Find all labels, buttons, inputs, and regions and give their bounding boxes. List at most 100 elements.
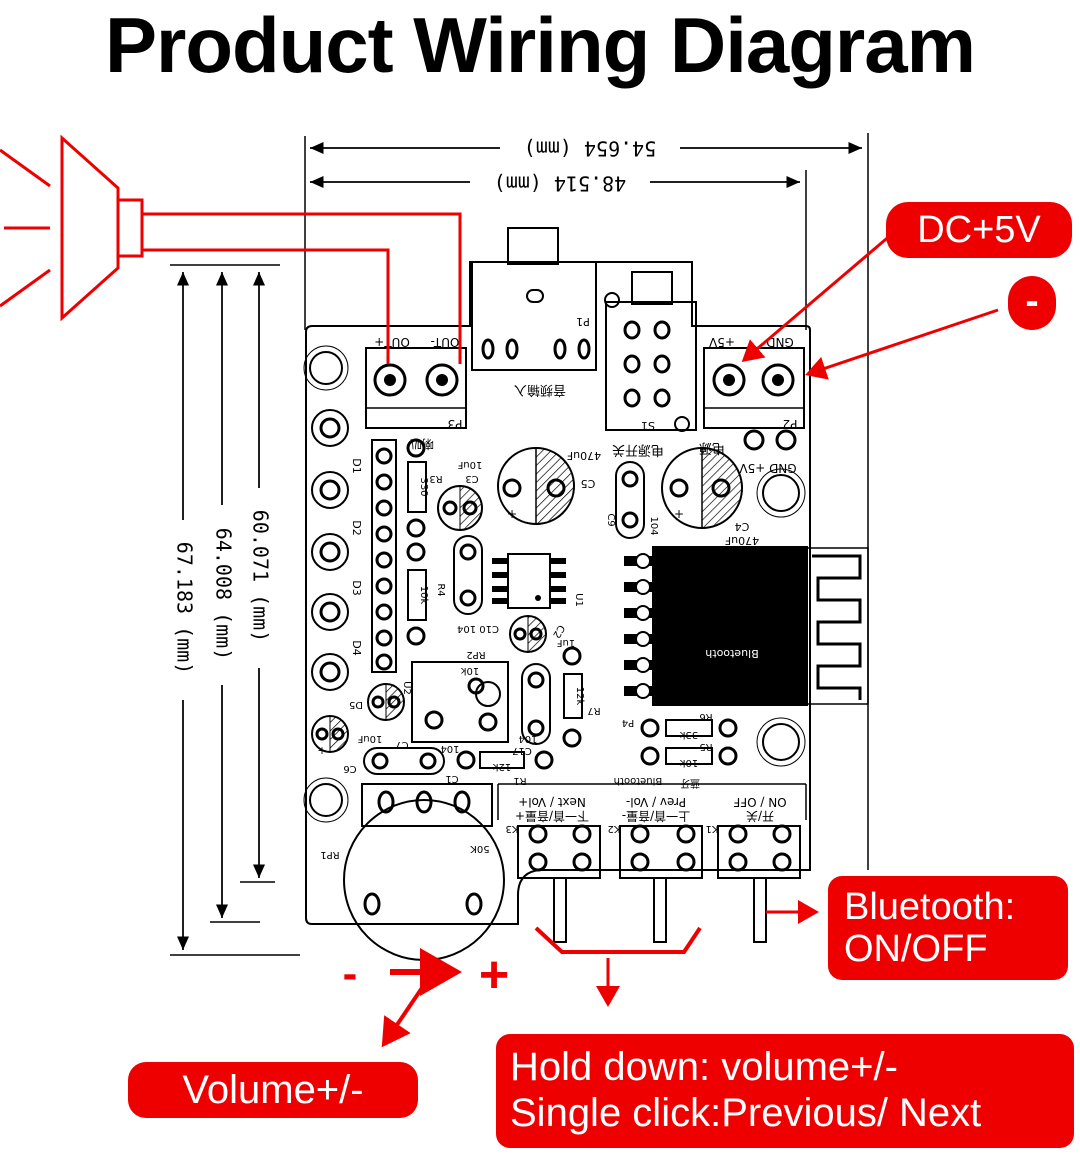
label-c7-val: 10uF [357, 733, 382, 744]
label-bt-cn: 蓝牙 [680, 777, 700, 789]
dim-height-3: 60.071 (mm) [249, 510, 273, 642]
label-c3: C3 [465, 473, 478, 484]
volume-direction: - + [343, 946, 510, 1004]
capacitor-c4: + C4 470uF [661, 447, 759, 547]
label-out-plus: OUT+ [374, 335, 410, 349]
label-k1-cn: 开/关 [746, 809, 774, 823]
label-rp1: RP1 [320, 849, 339, 860]
label-rp2-val: 10k [461, 665, 480, 676]
label-k3-text: Next / Vol+ [518, 795, 586, 809]
switch-s1: S1 电源开关 [604, 271, 697, 457]
label-c4-val: 470uF [725, 534, 759, 547]
capacitor-c5: + C5 470uF [497, 447, 601, 525]
regulator-u2: U2 D5 [349, 681, 412, 721]
pin-header: 喇叭 [371, 437, 434, 673]
label-c5-val: 470uF [567, 449, 601, 462]
label-p1: P1 [576, 315, 590, 328]
label-r5: R5 [699, 741, 712, 752]
capacitor-c10: C10 104 [453, 535, 499, 634]
label-p2: P2 [783, 417, 798, 431]
label-c9: C9 [605, 513, 616, 526]
label-c5: C5 [581, 477, 596, 490]
speaker-icon [0, 134, 144, 322]
resistor-r1: 12k R1 [456, 750, 554, 786]
label-k3: K3 [506, 823, 519, 834]
volume-pot-rp1: RP1 50K [320, 783, 505, 961]
trimmer-rp2: RP2 10k [411, 649, 509, 743]
label-r4: R4 [435, 583, 446, 596]
label-out-minus: OUT- [431, 335, 460, 349]
pcb-outline [305, 261, 811, 925]
button-area: Bluetooth 蓝牙 Next / Vol+ 下一首/音量+ Prev / … [497, 775, 807, 943]
label-r1-val: 12k [493, 761, 512, 772]
capacitor-c17: 104 C17 [512, 663, 551, 756]
bluetooth-module: Bluetooth P4 [622, 546, 869, 728]
label-power-switch: 电源开关 [612, 442, 664, 457]
label-rp2: RP2 [466, 649, 485, 660]
label-c7: C7 [395, 739, 408, 750]
label-r7-val: 12k [574, 687, 585, 706]
volume-minus-sign: - [343, 949, 358, 998]
label-r3-val: 330 [418, 477, 429, 496]
label-p4: P4 [622, 717, 634, 728]
resistor-r5: 10k R5 [640, 741, 738, 768]
speaker-wires [142, 212, 462, 364]
label-s1: S1 [641, 419, 655, 432]
label-r5-val: 10k [680, 757, 699, 768]
label-d4: D4 [350, 640, 363, 655]
label-d5: D5 [349, 699, 363, 710]
chip-u1: U1 [492, 553, 584, 609]
label-c4: C4 [735, 520, 750, 533]
label-r3: R3 [429, 473, 442, 484]
label-r6: R6 [699, 711, 712, 722]
label-p3: P3 [448, 417, 463, 431]
label-k2-text: Prev / Vol- [626, 795, 686, 809]
label-r4-val: 10k [418, 586, 429, 605]
capacitor-c6: C6 C1 104 [343, 743, 459, 784]
label-k1: K1 [706, 823, 719, 834]
callout-bluetooth-line2: ON/OFF [844, 928, 988, 970]
red-arrows [381, 232, 999, 1048]
led-column [311, 409, 349, 691]
label-u2: U2 [401, 681, 412, 695]
label-c17-val: 104 [518, 733, 537, 744]
label-k1-text: ON / OFF [733, 795, 786, 809]
callout-bluetooth-onoff: Bluetooth: ON/OFF [828, 876, 1068, 980]
callout-volume: Volume+/- [128, 1062, 418, 1118]
label-c1-val: 104 [440, 743, 459, 754]
callout-hold-click: Hold down: volume+/- Single click:Previo… [496, 1034, 1074, 1148]
dim-width-outer: 54.654 (mm) [524, 137, 656, 161]
label-u1: U1 [573, 593, 584, 607]
button-k3: K3 [506, 823, 601, 879]
label-d2: D2 [350, 520, 363, 535]
callout-negative: - [1008, 276, 1056, 330]
label-c6: C6 [343, 763, 356, 774]
resistor-r7: 12k R7 [562, 646, 601, 748]
label-c2-val: 1uF [557, 637, 576, 648]
callout-hold-line2: Single click:Previous/ Next [510, 1091, 982, 1135]
label-c10: C10 104 [457, 623, 499, 634]
capacitor-c2: C2 1uF [509, 615, 576, 653]
dim-width-inner: 48.514 (mm) [494, 172, 626, 196]
label-pin-5v: +5V [708, 335, 735, 349]
label-k3-cn: 下一首/音量+ [515, 809, 589, 824]
label-d3: D3 [350, 580, 363, 595]
label-bluetooth-module: Bluetooth [705, 647, 758, 660]
terminal-p3: OUT+ OUT- P3 [365, 335, 467, 431]
dimension-labels: 54.654 (mm) 48.514 (mm) 67.183 (mm) 64.0… [170, 134, 680, 700]
label-c1: C1 [445, 773, 458, 784]
capacitor-c3: C3 10uF [437, 459, 483, 531]
volume-plus-sign: + [479, 946, 509, 1004]
audio-jack-p1: P1 音频输入 [471, 227, 597, 398]
label-k2-cn: 上一首/音量- [622, 809, 690, 824]
label-bt-text: Bluetooth [614, 775, 663, 786]
label-d1: D1 [350, 458, 363, 473]
label-rp1-val: 50K [470, 843, 490, 854]
label-k2: K2 [608, 823, 621, 834]
c5-plus: + [507, 507, 517, 521]
callout-dc-5v: DC+5V [886, 202, 1072, 258]
resistor-r3: 330 R3 [406, 438, 443, 538]
label-pin-gnd: GND [766, 335, 794, 349]
label-c17: C17 [512, 745, 532, 756]
